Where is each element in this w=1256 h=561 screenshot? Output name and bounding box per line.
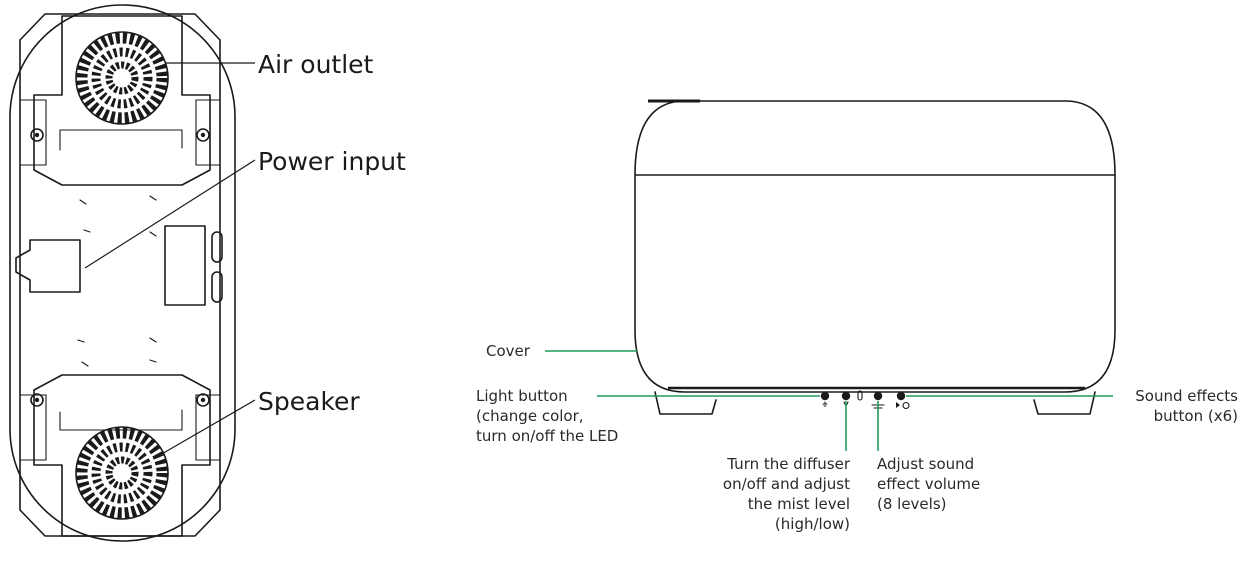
light-button-label-line3: turn on/off the LED — [476, 427, 618, 445]
diffuser-body — [634, 100, 1116, 393]
front-view-drawing — [634, 99, 1116, 415]
sound-effects-button[interactable] — [896, 391, 910, 410]
light-button-label-line2: (change color, — [476, 407, 584, 425]
power-input-port — [15, 239, 81, 293]
upper-side-ribs — [19, 99, 221, 166]
diffuser-label-line1: Turn the diffuser — [726, 455, 851, 473]
diffuser-label-line3: the mist level — [748, 495, 850, 513]
upper-chamber — [33, 15, 211, 186]
bottom-view-drawing — [9, 4, 236, 542]
screw-bottom-right-icon — [196, 393, 210, 407]
power-icon — [902, 401, 910, 410]
screw-top-right-icon — [196, 128, 210, 142]
lower-chamber — [33, 374, 211, 537]
diffuser-label-line2: on/off and adjust — [723, 475, 850, 493]
sound-effects-label-line1: Sound effects — [1135, 387, 1238, 405]
side-button-lower — [211, 271, 223, 303]
indicator-led — [857, 390, 863, 401]
base-inner-plate — [19, 13, 221, 537]
power-input-label: Power input — [258, 147, 406, 176]
play-icon — [896, 402, 900, 408]
left-foot — [654, 391, 717, 415]
right-foot — [1033, 391, 1096, 415]
volume-label-line3: (8 levels) — [877, 495, 947, 513]
upper-bracket — [59, 129, 183, 151]
air-outlet-grille-icon — [75, 31, 169, 125]
speaker-grille-icon — [75, 426, 169, 520]
sound-effects-label-line2: button (x6) — [1154, 407, 1238, 425]
side-slot — [164, 225, 206, 306]
cover-label: Cover — [486, 342, 531, 360]
base-outline — [9, 4, 236, 542]
plate-ticks — [77, 195, 157, 367]
diffuser-label-line4: (high/low) — [775, 515, 850, 533]
lower-bracket — [59, 409, 183, 431]
side-button-upper — [211, 231, 223, 263]
screw-bottom-left-icon — [30, 393, 44, 407]
volume-label-line1: Adjust sound — [877, 455, 974, 473]
screw-top-left-icon — [30, 128, 44, 142]
light-button-label-line1: Light button — [476, 387, 568, 405]
air-outlet-label: Air outlet — [258, 50, 374, 79]
bulb-icon — [822, 401, 828, 407]
power-input-leader — [84, 159, 256, 269]
speaker-leader — [159, 399, 256, 456]
speaker-label: Speaker — [258, 387, 360, 416]
light-button[interactable] — [820, 391, 830, 407]
volume-label-line2: effect volume — [877, 475, 980, 493]
